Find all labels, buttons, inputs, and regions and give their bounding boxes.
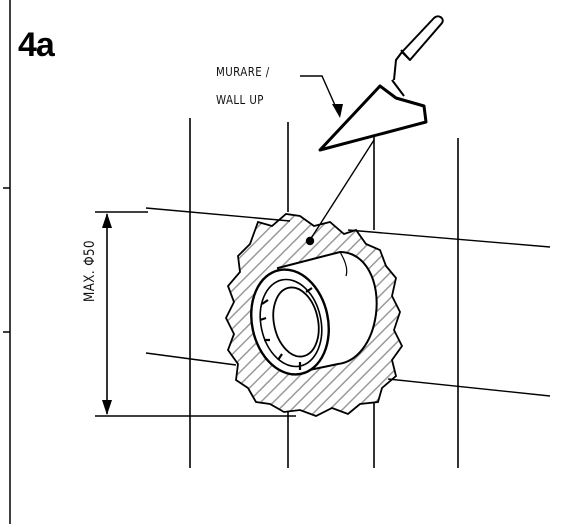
dimension-line (95, 211, 296, 417)
reference-lines (145, 207, 551, 397)
dimension-label: MAX. Φ50 (82, 239, 98, 302)
cylinder-box (250, 250, 378, 376)
trowel-icon (318, 15, 444, 152)
callout-text-line2: WALL UP (216, 92, 264, 107)
page-border (3, 0, 11, 524)
leader-line (305, 139, 375, 246)
wall-studs (189, 118, 459, 468)
callout-arrow (300, 75, 343, 118)
callout-text-line1: MURARE / (216, 64, 270, 79)
step-label: 4a (18, 26, 55, 64)
